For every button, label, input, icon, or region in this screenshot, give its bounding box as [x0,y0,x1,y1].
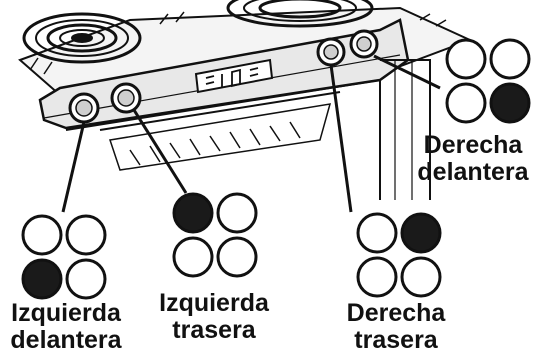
leader-front-right [373,54,441,90]
knob-rear-right [316,37,346,67]
indicator-dot-bottom-left-empty [356,256,398,298]
leader-front-left [61,121,86,213]
indicator-dot-bottom-left-filled [21,258,63,300]
indicator-front-right [445,38,531,124]
indicator-rear-right [356,212,442,298]
indicator-rear-left [172,192,258,278]
indicator-dot-bottom-right-empty [400,256,442,298]
knob-front-left [68,92,100,124]
indicator-dot-top-left-empty [445,38,487,80]
label-front-left-line2: delantera [10,326,122,354]
knob-rear-left [110,82,142,114]
indicator-dot-top-left-empty [356,212,398,254]
right-coil-burner [226,0,374,28]
indicator-dot-top-right-empty [65,214,107,256]
indicator-dot-top-left-empty [21,214,63,256]
label-rear-left-line1: Izquierda [159,289,269,317]
label-rear-left-line2: trasera [172,316,256,344]
indicator-dot-top-right-filled [400,212,442,254]
label-rear-right: Derecha trasera [338,300,454,354]
left-coil-burner [22,12,142,64]
oven-body [65,59,431,200]
label-front-right-line2: delantera [417,158,529,186]
indicator-dot-top-right-empty [216,192,258,234]
leader-rear-right [329,64,353,213]
clock-display [194,58,274,94]
label-front-left: Izquierda delantera [0,300,132,354]
indicator-dot-top-left-filled [172,192,214,234]
indicator-dot-bottom-right-filled [489,82,531,124]
knob-front-right [349,29,379,59]
label-front-right: Derecha delantera [410,132,536,186]
label-rear-right-line1: Derecha [346,299,446,327]
label-front-left-line1: Izquierda [11,299,121,327]
indicator-dot-bottom-right-empty [216,236,258,278]
indicator-front-left [21,214,107,300]
indicator-dot-bottom-right-empty [65,258,107,300]
cooktop [18,0,473,97]
indicator-dot-bottom-left-empty [172,236,214,278]
label-front-right-line1: Derecha [423,131,523,159]
leader-rear-left [132,109,188,194]
label-rear-right-line2: trasera [354,326,438,354]
label-rear-left: Izquierda trasera [150,290,278,344]
indicator-dot-bottom-left-empty [445,82,487,124]
leader-lines [61,54,441,213]
indicator-dot-top-right-empty [489,38,531,80]
